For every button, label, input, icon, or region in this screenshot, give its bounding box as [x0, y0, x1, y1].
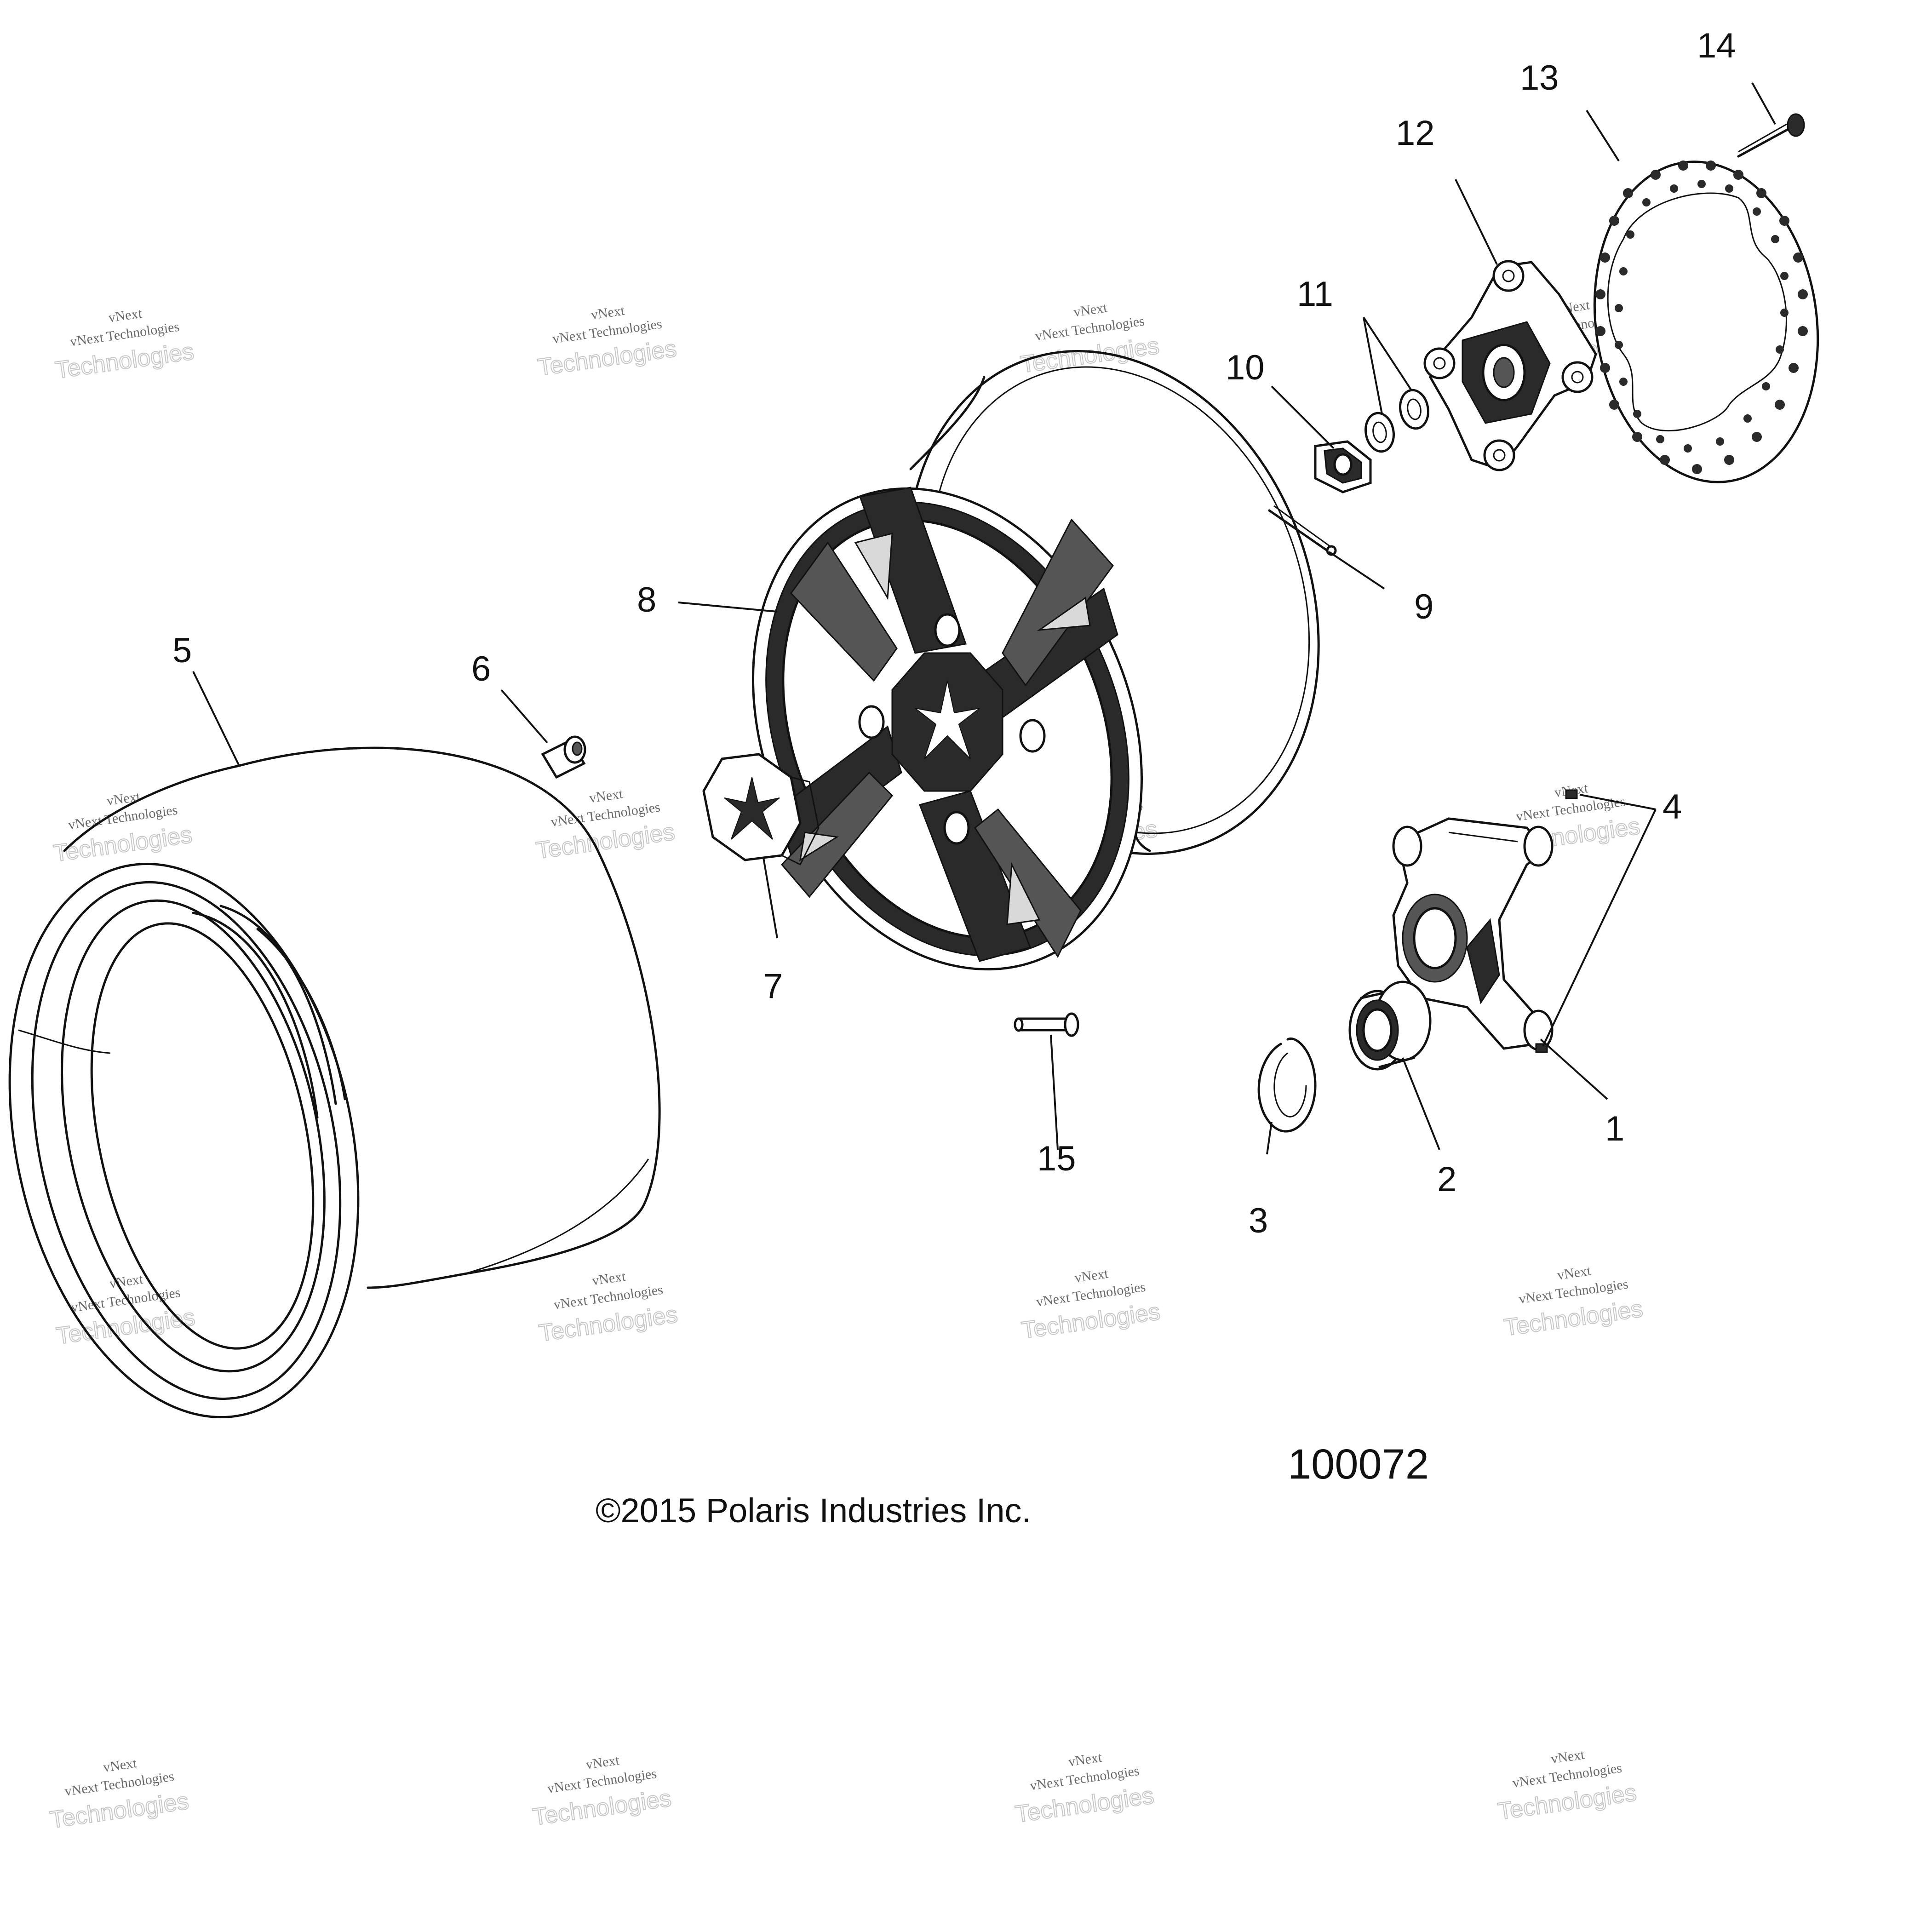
svg-text:vNext: vNext	[590, 303, 626, 322]
callout-6: 6	[471, 649, 491, 688]
svg-text:vNext: vNext	[591, 1269, 627, 1289]
svg-text:vNext: vNext	[109, 1272, 144, 1291]
svg-text:vNext: vNext	[1556, 1263, 1592, 1283]
pivot-pin[interactable]	[1014, 1012, 1079, 1037]
watermark: Technologies vNext Technologies vNext	[1502, 1263, 1645, 1342]
wheel-bearing[interactable]	[1348, 980, 1432, 1071]
watermark: Technologies vNext Technologies vNext	[52, 789, 195, 867]
watermark: Technologies vNext Technologies vNext	[534, 786, 677, 865]
callout-2: 2	[1437, 1160, 1456, 1199]
polaris-star-icon	[724, 777, 780, 840]
callout-4: 4	[1663, 787, 1682, 826]
castle-nut[interactable]	[1314, 440, 1372, 493]
disc-holes	[1595, 161, 1808, 474]
watermark: Technologies vNext Technologies vNext	[531, 1753, 674, 1831]
svg-text:vNext: vNext	[1550, 1747, 1586, 1767]
cotter-pin[interactable]	[1268, 505, 1337, 556]
watermark: Technologies vNext Technologies vNext	[537, 1269, 680, 1347]
watermark: Technologies vNext Technologies vNext	[53, 306, 196, 384]
wheel-hub[interactable]	[1423, 260, 1597, 471]
callout-1: 1	[1605, 1109, 1624, 1148]
svg-text:vNext: vNext	[585, 1753, 620, 1772]
svg-text:vNext: vNext	[1067, 1750, 1103, 1770]
svg-text:vNext: vNext	[1074, 1266, 1110, 1286]
callout-10: 10	[1226, 348, 1265, 387]
watermark: Technologies vNext Technologies vNext	[1013, 1750, 1156, 1829]
bearing-carrier[interactable]	[1392, 817, 1554, 1051]
valve-cap[interactable]	[541, 735, 586, 779]
leader-lines	[192, 82, 1776, 1155]
brake-disc[interactable]	[1575, 147, 1838, 497]
callout-12: 12	[1396, 114, 1435, 153]
figure-number: 100072	[1288, 1441, 1429, 1488]
watermark: Technologies vNext Technologies vNext	[1496, 1747, 1639, 1826]
svg-text:vNext: vNext	[588, 786, 624, 806]
copyright-notice: ©2015 Polaris Industries Inc.	[596, 1491, 1031, 1530]
watermark: Technologies vNext Technologies vNext	[536, 303, 679, 381]
callout-8: 8	[637, 580, 656, 619]
wheel-spokes	[776, 487, 1118, 962]
svg-text:vNext: vNext	[1072, 300, 1108, 320]
svg-text:vNext: vNext	[107, 306, 143, 326]
polaris-star-icon	[915, 680, 980, 759]
center-cap[interactable]	[702, 753, 820, 866]
svg-text:vNext: vNext	[106, 789, 142, 808]
callout-7: 7	[763, 967, 783, 1006]
callout-11: 11	[1297, 275, 1333, 314]
callout-9: 9	[1414, 587, 1433, 626]
watermark: Technologies vNext Technologies vNext	[48, 1755, 191, 1834]
watermark: Technologies vNext Technologies vNext	[1020, 1266, 1163, 1345]
disc-bolt[interactable]	[1737, 113, 1805, 158]
snap-ring[interactable]	[1257, 1038, 1317, 1133]
callout-13: 13	[1520, 58, 1559, 97]
grease-fittings[interactable]	[1535, 789, 1578, 1053]
watermark: Technologies vNext Technologies vNext	[1018, 300, 1161, 378]
callout-3: 3	[1249, 1201, 1268, 1240]
washers[interactable]	[1363, 388, 1431, 453]
svg-text:vNext: vNext	[102, 1755, 138, 1775]
callout-14: 14	[1697, 26, 1736, 65]
callouts: 1 2 3 4 5 6 7 8 9 10 11 12 13 14 15	[172, 26, 1736, 1240]
callout-5: 5	[172, 631, 192, 670]
callout-15: 15	[1037, 1139, 1076, 1178]
wheel-rim[interactable]	[684, 293, 1387, 1028]
tire[interactable]	[0, 746, 661, 1450]
